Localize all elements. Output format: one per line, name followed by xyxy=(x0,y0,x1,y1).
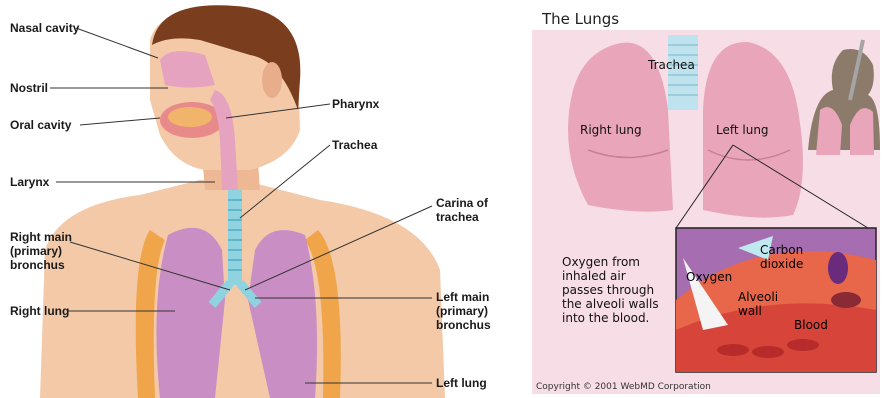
label-right-lung: Right lung xyxy=(10,304,69,318)
inset-label-alveoli-wall: Alveoli wall xyxy=(738,290,778,318)
label-larynx: Larynx xyxy=(10,175,49,189)
lungs-label-right-lung: Right lung xyxy=(580,123,642,137)
lungs-illustration xyxy=(528,0,883,398)
inset-label-blood: Blood xyxy=(794,318,828,332)
lungs-label-trachea: Trachea xyxy=(648,58,695,72)
label-carina-of-trachea: Carina of trachea xyxy=(436,196,488,224)
label-pharynx: Pharynx xyxy=(332,97,379,111)
label-nasal-cavity: Nasal cavity xyxy=(10,21,79,35)
oxygen-description: Oxygen from inhaled air passes through t… xyxy=(562,255,692,325)
inset-label-oxygen: Oxygen xyxy=(686,270,732,284)
lungs-illustration-panel: The Lungs Trachea R xyxy=(528,0,883,398)
respiratory-anatomy-diagram: Nasal cavity Nostril Oral cavity Larynx … xyxy=(0,0,520,398)
label-right-main-bronchus: Right main (primary) bronchus xyxy=(10,230,72,272)
copyright-notice: Copyright © 2001 WebMD Corporation xyxy=(536,382,711,392)
label-oral-cavity: Oral cavity xyxy=(10,118,71,132)
lungs-label-left-lung: Left lung xyxy=(716,123,769,137)
lungs-title: The Lungs xyxy=(542,10,619,28)
label-left-lung: Left lung xyxy=(436,376,487,390)
label-left-main-bronchus: Left main (primary) bronchus xyxy=(436,290,491,332)
label-trachea: Trachea xyxy=(332,138,377,152)
label-nostril: Nostril xyxy=(10,81,48,95)
inset-label-carbon-dioxide: Carbon dioxide xyxy=(760,243,803,271)
